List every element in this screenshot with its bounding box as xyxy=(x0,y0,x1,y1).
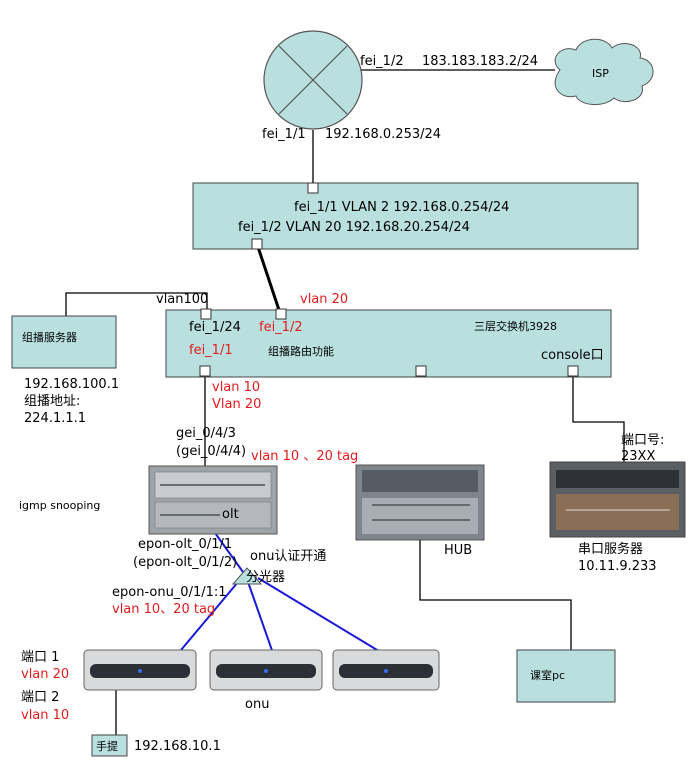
splitter-onu2-fiber xyxy=(247,581,275,657)
serial-server-device[interactable] xyxy=(549,461,686,538)
console-serial-link xyxy=(572,374,625,462)
isp-label: ISP xyxy=(592,67,609,80)
l3-port-unused[interactable] xyxy=(415,365,427,377)
olt-uplink-tag: vlan 10 、20 tag xyxy=(251,449,358,464)
igmp-snooping-label: igmp snooping xyxy=(19,499,100,512)
router-wan-ip: 183.183.183.2/24 xyxy=(422,54,538,69)
l3-switch-3928[interactable] xyxy=(165,309,612,378)
olt-pon-port-b: (epon-olt_0/1/2) xyxy=(133,555,237,570)
serial-port-label: 端口号: xyxy=(621,433,664,448)
l3-port-fei-1-2[interactable] xyxy=(275,308,287,320)
splitter-icon[interactable] xyxy=(231,567,263,585)
onu-port2-label: 端口 2 xyxy=(21,690,59,705)
l3-port-1-label: fei_1/1 xyxy=(189,343,233,358)
splitter-onu3-fiber xyxy=(257,577,388,657)
hub-pc-link xyxy=(419,540,572,650)
onu-logical-tag: vlan 10、20 tag xyxy=(112,602,215,617)
router[interactable] xyxy=(263,30,363,130)
core-switch[interactable] xyxy=(192,182,639,250)
multicast-group-label: 组播地址: xyxy=(24,394,80,409)
splitter-onu1-fiber xyxy=(175,581,239,657)
onu-auth-label: onu认证开通 xyxy=(250,549,326,564)
classroom-pc-label: 课室pc xyxy=(530,668,565,682)
hub-device[interactable] xyxy=(355,464,485,541)
onu-port1-label: 端口 1 xyxy=(21,650,59,665)
onu-label: onu xyxy=(245,697,269,712)
vlan100-label: vlan100 xyxy=(156,292,208,307)
onu-port1-vlan: vlan 20 xyxy=(21,667,69,682)
console-label: console口 xyxy=(541,348,604,363)
multicast-server[interactable] xyxy=(11,315,117,369)
classroom-pc[interactable] xyxy=(516,649,616,703)
onu-port2-vlan: vlan 10 xyxy=(21,708,69,723)
olt-uplink-port-a: gei_0/4/3 xyxy=(176,426,236,441)
core-switch-port-fei-1-2[interactable] xyxy=(251,238,263,250)
laptop-label: 手提 xyxy=(96,739,118,753)
serial-server-ip: 10.11.9.233 xyxy=(578,559,657,574)
onu-logical-port: epon-onu_0/1/1:1 xyxy=(112,585,227,600)
l3-function-label: 组播路由功能 xyxy=(268,344,334,358)
splitter-label: 分光器 xyxy=(246,570,285,585)
router-lan-port: fei_1/1 xyxy=(262,127,306,142)
multicast-group-address: 224.1.1.1 xyxy=(24,411,86,426)
olt-device[interactable] xyxy=(148,465,278,535)
uplink-vlan20: Vlan 20 xyxy=(212,397,261,412)
hub-label: HUB xyxy=(444,543,472,558)
serial-server-label: 串口服务器 xyxy=(578,541,643,557)
multicast-server-link xyxy=(65,292,208,316)
olt-uplink-port-b: (gei_0/4/4) xyxy=(176,444,246,459)
l3-switch-name: 三层交换机3928 xyxy=(474,319,557,333)
isp-cloud[interactable]: ISP xyxy=(554,38,654,105)
l3-port-2-label: fei_1/2 xyxy=(259,320,303,335)
core-l3-trunk-link xyxy=(255,243,282,314)
onu-device-1[interactable] xyxy=(83,649,197,691)
l3-port-24-label: fei_1/24 xyxy=(189,320,241,335)
uplink-vlan10: vlan 10 xyxy=(212,380,260,395)
serial-port-value: 23XX xyxy=(621,449,655,464)
core-switch-line1: fei_1/1 VLAN 2 192.168.0.254/24 xyxy=(294,200,509,215)
router-lan-ip: 192.168.0.253/24 xyxy=(325,127,441,142)
router-wan-port: fei_1/2 xyxy=(360,54,404,69)
multicast-server-ip: 192.168.100.1 xyxy=(24,377,119,392)
olt-pon-port-a: epon-olt_0/1/1 xyxy=(138,537,232,552)
olt-label: olt xyxy=(222,507,239,522)
multicast-server-label: 组播服务器 xyxy=(22,330,77,344)
core-switch-port-fei-1-1[interactable] xyxy=(307,182,319,194)
laptop[interactable] xyxy=(91,734,128,757)
onu-device-3[interactable] xyxy=(332,649,440,691)
l3-port-fei-1-1[interactable] xyxy=(199,365,211,377)
onu-device-2[interactable] xyxy=(209,649,323,691)
l3-port-console[interactable] xyxy=(567,365,579,377)
core-switch-line2: fei_1/2 VLAN 20 192.168.20.254/24 xyxy=(238,220,470,235)
l3-port-fei-1-24[interactable] xyxy=(200,308,212,320)
vlan20-trunk-label: vlan 20 xyxy=(300,292,348,307)
laptop-ip: 192.168.10.1 xyxy=(134,739,221,754)
